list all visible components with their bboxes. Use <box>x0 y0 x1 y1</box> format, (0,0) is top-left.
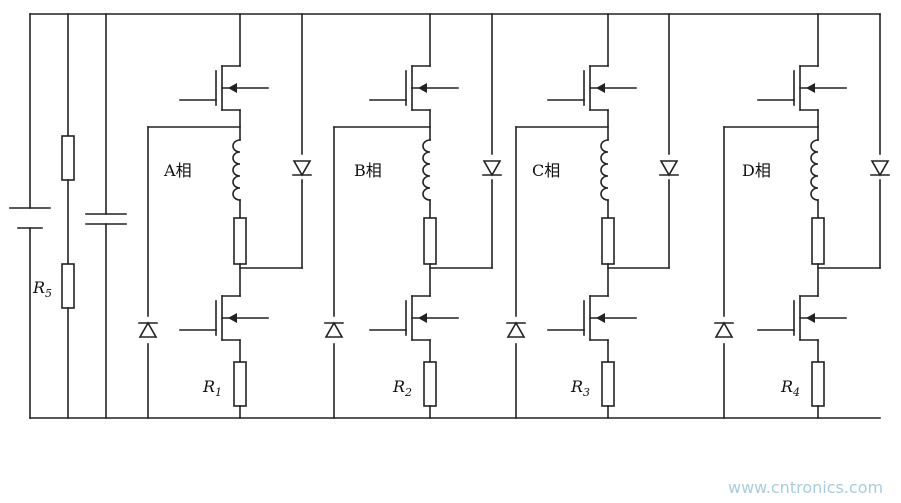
sense-resistor-label: R2 <box>392 377 412 399</box>
freewheel-diode-low <box>324 321 344 338</box>
freewheel-diode-low <box>506 321 526 338</box>
r5-label: R5 <box>32 278 52 300</box>
r5-branch: R5 <box>32 13 75 419</box>
phase-leg-1: A相 R1 <box>138 13 312 419</box>
resistor-symbol: R <box>780 377 793 396</box>
resistor-symbol: R <box>570 377 583 396</box>
freewheel-diode-high <box>482 160 502 177</box>
body-arrow <box>228 313 237 323</box>
freewheel-diode-low <box>714 321 734 338</box>
freewheel-diode-low <box>138 321 158 338</box>
upper-mosfet <box>547 65 637 111</box>
phase-han: 相 <box>544 161 560 180</box>
phase-letter: C <box>532 161 544 180</box>
phase-letter: B <box>354 161 366 180</box>
bus-capacitor <box>85 13 127 419</box>
phase-han: 相 <box>366 161 382 180</box>
sense-resistor-label: R1 <box>202 377 222 399</box>
resistor-r5 <box>61 263 75 309</box>
lower-mosfet <box>369 295 459 341</box>
freewheel-diode-high <box>292 160 312 177</box>
body-arrow <box>418 313 427 323</box>
diode-triangle <box>482 160 502 177</box>
phase-han: 相 <box>755 161 771 180</box>
body-arrow <box>806 83 815 93</box>
resistor-subscript: 4 <box>792 386 800 399</box>
sense-resistor <box>423 361 437 407</box>
lower-mosfet <box>757 295 847 341</box>
phase-label: A相 <box>163 161 192 180</box>
phase-winding-coil <box>232 139 241 201</box>
diode-triangle <box>714 321 734 338</box>
phase-winding-coil <box>422 139 431 201</box>
body-arrow <box>596 313 605 323</box>
winding-resistance <box>233 217 247 265</box>
lower-mosfet <box>179 295 269 341</box>
phase-leg-3: C相 R3 <box>506 13 679 419</box>
body-arrow <box>228 83 237 93</box>
resistor-subscript: 2 <box>404 386 412 399</box>
upper-mosfet <box>369 65 459 111</box>
body-arrow <box>806 313 815 323</box>
diode-triangle <box>506 321 526 338</box>
sense-resistor <box>811 361 825 407</box>
phase-label: C相 <box>532 161 560 180</box>
resistor-symbol: R <box>392 377 405 396</box>
resistor-upper <box>61 135 75 181</box>
diode-triangle <box>870 160 890 177</box>
winding-resistance <box>601 217 615 265</box>
body-arrow <box>596 83 605 93</box>
phase-leg-2: B相 R2 <box>324 13 502 419</box>
diode-triangle <box>659 160 679 177</box>
phase-letter: D <box>742 161 755 180</box>
phase-label: B相 <box>354 161 382 180</box>
sense-resistor <box>601 361 615 407</box>
phase-label: D相 <box>742 161 771 180</box>
diode-triangle <box>138 321 158 338</box>
winding-resistance <box>811 217 825 265</box>
resistor-subscript: 1 <box>215 386 222 399</box>
freewheel-diode-high <box>659 160 679 177</box>
upper-mosfet <box>757 65 847 111</box>
sense-resistor <box>233 361 247 407</box>
phase-han: 相 <box>176 161 192 180</box>
body-arrow <box>418 83 427 93</box>
watermark: www.cntronics.com <box>728 478 883 497</box>
resistor-symbol: R <box>202 377 215 396</box>
diode-triangle <box>292 160 312 177</box>
freewheel-diode-high <box>870 160 890 177</box>
phase-winding-coil <box>810 139 819 201</box>
phase-letter: A <box>163 161 176 180</box>
power-rails <box>29 13 881 419</box>
sense-resistor-label: R4 <box>780 377 800 399</box>
sense-resistor-label: R3 <box>570 377 590 399</box>
diode-triangle <box>324 321 344 338</box>
lower-mosfet <box>547 295 637 341</box>
resistor-subscript: 3 <box>583 386 590 399</box>
phase-winding-coil <box>600 139 609 201</box>
dc-battery <box>9 13 51 419</box>
winding-resistance <box>423 217 437 265</box>
upper-mosfet <box>179 65 269 111</box>
phase-leg-4: D相 R4 <box>714 13 890 419</box>
